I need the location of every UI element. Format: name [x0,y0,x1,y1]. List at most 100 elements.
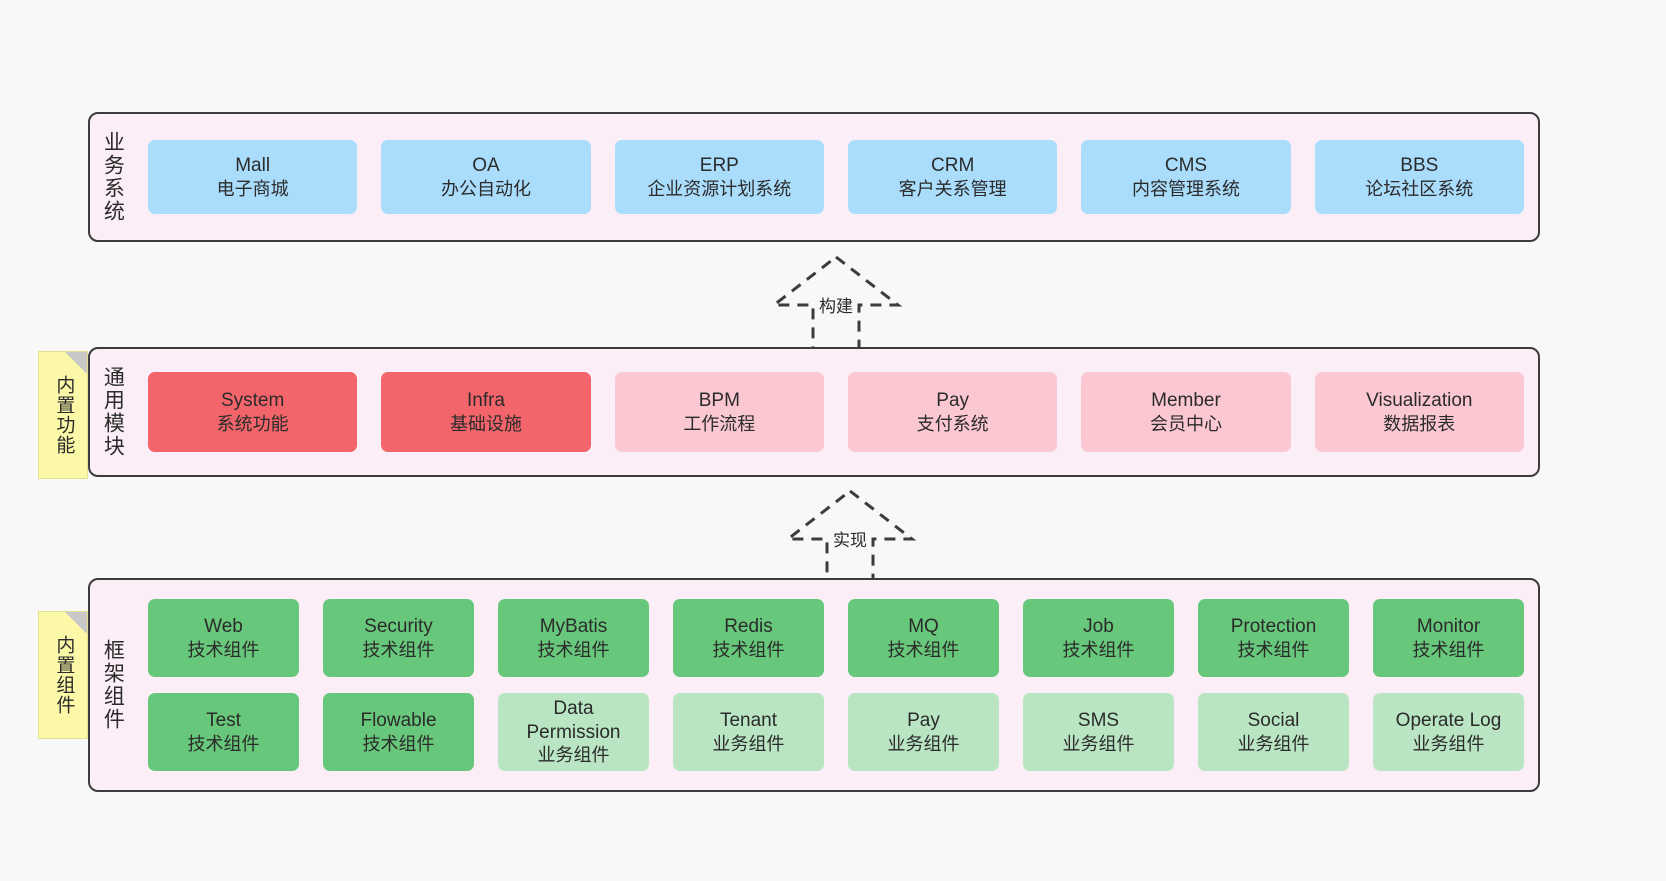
component-name-cn: 业务组件 [1412,733,1485,754]
component-name-en: Tenant [719,710,778,732]
component-name-cn: 技术组件 [887,639,960,660]
component-name-en: Web [204,616,243,638]
component-name-en: Pay [907,710,940,732]
module-box-infra[interactable]: Infra 基础设施 [381,372,591,452]
module-name-cn: 论坛社区系统 [1365,178,1474,199]
component-box-job[interactable]: Job 技术组件 [1023,599,1174,677]
component-name-en: Redis [724,616,773,638]
layer-body-framework-components: Web 技术组件 Security 技术组件 MyBatis 技术组件 Redi… [134,580,1538,790]
module-name-en: CMS [1164,155,1208,177]
component-box-pay[interactable]: Pay 业务组件 [848,693,999,771]
component-name-cn: 业务组件 [712,733,785,754]
component-name-cn: 技术组件 [1237,639,1310,660]
module-name-en: BPM [698,390,740,412]
module-box-system[interactable]: System 系统功能 [148,372,358,452]
module-name-en: Infra [466,390,505,412]
module-name-cn: 工作流程 [683,413,756,434]
layer-row: Test 技术组件 Flowable 技术组件 Data Permission … [148,693,1524,771]
module-box-bbs[interactable]: BBS 论坛社区系统 [1314,140,1524,214]
connector-build: 构建 [746,253,926,358]
module-name-cn: 系统功能 [216,413,289,434]
module-box-visualization[interactable]: Visualization 数据报表 [1314,372,1524,452]
component-name-cn: 技术组件 [1412,639,1485,660]
component-name-cn: 业务组件 [1237,733,1310,754]
component-box-web[interactable]: Web 技术组件 [148,599,299,677]
module-name-cn: 数据报表 [1383,413,1456,434]
layer-body-business-systems: Mall 电子商城 OA 办公自动化 ERP 企业资源计划系统 CRM 客户关系… [134,114,1538,240]
component-name-cn: 技术组件 [1062,639,1135,660]
module-box-cms[interactable]: CMS 内容管理系统 [1081,140,1291,214]
module-name-cn: 企业资源计划系统 [647,178,792,199]
layer-title-business-systems: 业务系统 [101,131,125,223]
component-name-en: SMS [1077,710,1120,732]
component-box-mq[interactable]: MQ 技术组件 [848,599,999,677]
module-name-cn: 会员中心 [1149,413,1222,434]
note-label: 内置功能 [53,375,75,455]
layer-body-common-modules: System 系统功能 Infra 基础设施 BPM 工作流程 Pay 支付系统… [134,349,1538,475]
module-box-crm[interactable]: CRM 客户关系管理 [847,140,1058,214]
component-name-en: Operate Log [1395,710,1502,732]
component-name-cn: 业务组件 [1062,733,1135,754]
component-name-cn: 业务组件 [537,745,610,766]
module-name-en: Pay [936,390,970,412]
component-name-en: MyBatis [539,616,608,638]
component-box-test[interactable]: Test 技术组件 [148,693,299,771]
module-name-cn: 内容管理系统 [1131,178,1240,199]
component-box-monitor[interactable]: Monitor 技术组件 [1373,599,1524,677]
module-name-en: CRM [931,155,975,177]
component-box-social[interactable]: Social 业务组件 [1198,693,1349,771]
component-name-en: Data Permission [526,698,621,743]
connector-implement: 实现 [760,487,940,592]
layer-common-modules: 通用模块 System 系统功能 Infra 基础设施 BPM 工作流程 Pay… [88,347,1540,477]
component-name-cn: 技术组件 [362,733,435,754]
note-label: 内置组件 [53,635,75,715]
component-name-cn: 技术组件 [712,639,785,660]
component-name-en: Job [1083,616,1114,638]
component-name-cn: 技术组件 [187,639,260,660]
layer-row: Web 技术组件 Security 技术组件 MyBatis 技术组件 Redi… [148,599,1524,677]
component-box-tenant[interactable]: Tenant 业务组件 [673,693,824,771]
layer-title-framework-components: 框架组件 [101,639,125,731]
component-box-security[interactable]: Security 技术组件 [323,599,474,677]
module-box-mall[interactable]: Mall 电子商城 [148,140,358,214]
component-box-sms[interactable]: SMS 业务组件 [1023,693,1174,771]
module-name-en: Visualization [1366,390,1473,412]
layer-framework-components: 框架组件 Web 技术组件 Security 技术组件 MyBatis 技术组件… [88,578,1540,792]
module-name-cn: 基础设施 [449,413,522,434]
component-box-protection[interactable]: Protection 技术组件 [1198,599,1349,677]
module-box-oa[interactable]: OA 办公自动化 [381,140,591,214]
component-name-cn: 技术组件 [537,639,610,660]
component-box-data-permission[interactable]: Data Permission 业务组件 [498,693,649,771]
layer-title-common-modules: 通用模块 [101,366,125,458]
component-name-en: MQ [908,616,939,638]
component-name-cn: 业务组件 [887,733,960,754]
component-name-cn: 技术组件 [187,733,260,754]
component-name-en: Monitor [1416,616,1481,638]
component-box-flowable[interactable]: Flowable 技术组件 [323,693,474,771]
note-builtin-features: 内置功能 [38,351,88,479]
layer-business-systems: 业务系统 Mall 电子商城 OA 办公自动化 ERP 企业资源计划系统 CRM… [88,112,1540,242]
module-name-cn: 支付系统 [916,413,989,434]
module-name-en: Member [1151,390,1221,412]
note-builtin-components: 内置组件 [38,611,88,739]
connector-label-build: 构建 [816,291,856,318]
component-box-mybatis[interactable]: MyBatis 技术组件 [498,599,649,677]
component-name-en: Protection [1230,616,1317,638]
connector-label-implement: 实现 [830,525,870,552]
module-box-bpm[interactable]: BPM 工作流程 [614,372,824,452]
module-name-en: OA [472,155,500,177]
component-name-cn: 技术组件 [362,639,435,660]
module-name-cn: 客户关系管理 [898,178,1007,199]
component-name-en: Security [364,616,433,638]
component-name-en: Flowable [360,710,437,732]
module-box-pay[interactable]: Pay 支付系统 [847,372,1058,452]
component-box-redis[interactable]: Redis 技术组件 [673,599,824,677]
module-name-en: ERP [699,155,739,177]
layer-row: System 系统功能 Infra 基础设施 BPM 工作流程 Pay 支付系统… [148,372,1524,452]
component-box-operate-log[interactable]: Operate Log 业务组件 [1373,693,1524,771]
module-name-cn: 办公自动化 [440,178,531,199]
module-name-cn: 电子商城 [216,178,289,199]
module-name-en: System [220,390,285,412]
module-box-erp[interactable]: ERP 企业资源计划系统 [614,140,824,214]
module-box-member[interactable]: Member 会员中心 [1081,372,1291,452]
